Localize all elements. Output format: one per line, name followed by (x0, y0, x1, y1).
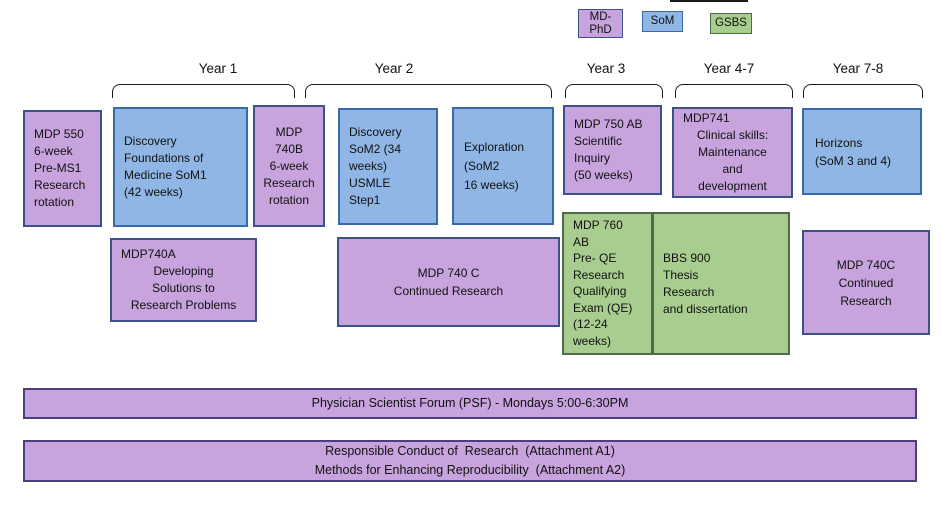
box-text-line: Exploration (464, 139, 525, 154)
box-text-line: MDP 750 AB (574, 117, 643, 131)
box-text-line: Foundations of (124, 151, 204, 165)
box-text-line: MDP 740 C (417, 266, 480, 280)
cropped-line-artifact (670, 0, 748, 2)
box-text-line: Developing (153, 264, 214, 278)
box-text-line: Clinical skills: (696, 128, 769, 142)
box-text-line: Pre- QE (573, 251, 617, 265)
box-text-line: weeks) (573, 333, 612, 348)
box-text-line: MDP741 (683, 111, 730, 125)
year-7-8-bracket (803, 84, 923, 98)
box-text-line: BBS 900 (663, 250, 711, 265)
year-1-label: Year 1 (198, 61, 238, 76)
box-text-line: MDP 760 (573, 218, 623, 232)
year-2-bracket (305, 84, 552, 98)
box-text-line: Medicine SoM1 (124, 168, 207, 182)
box-text-line: Exam (QE) (573, 300, 633, 315)
box-text-line: Pre-MS1 (34, 161, 82, 175)
box-text-line: 740B (274, 141, 304, 156)
box-text-line: 6-week (34, 144, 73, 158)
year-1-bracket (112, 84, 295, 98)
box-text-line: 6-week (269, 158, 309, 173)
year-7-8-label: Year 7-8 (832, 61, 884, 76)
box-text-line: weeks) (349, 159, 388, 173)
box-text-line: SoM2 (34 (349, 142, 402, 156)
box-text-line: Scientific (574, 134, 623, 148)
year-3-bracket (565, 84, 663, 98)
box-text-line: Research (663, 284, 715, 299)
box-text-line: Step1 (349, 193, 381, 207)
box-text-line: and dissertation (663, 301, 748, 316)
box-text-line: Qualifying (573, 284, 627, 298)
legend-md-phd: MD- PhD (578, 9, 623, 38)
course-box-exploration: Exploration (SoM2 16 weeks) (452, 107, 554, 225)
box-text-line: development (698, 179, 767, 193)
box-text-line: Research (573, 267, 625, 282)
box-text-line: Research (34, 178, 86, 192)
box-text-line: USMLE (349, 176, 391, 190)
box-text-line: MDP740A (121, 247, 176, 261)
box-text-line: Maintenance (698, 145, 767, 159)
year-4-7-label: Year 4-7 (703, 61, 755, 76)
box-text-line: Research (840, 293, 892, 308)
box-text-line: Continued Research (393, 284, 504, 298)
box-text-line: (42 weeks) (124, 185, 183, 199)
box-text-line: Thesis (663, 267, 699, 282)
box-text-line: Research (263, 175, 315, 190)
box-text-line: Inquiry (574, 151, 611, 165)
year-3-label: Year 3 (586, 61, 626, 76)
year-4-7-bracket (675, 84, 793, 98)
box-text-line: Discovery (124, 134, 177, 148)
box-text-line: MDP (275, 124, 303, 139)
legend-gsbs: GSBS (710, 13, 752, 34)
box-text-line: MDP 740C (836, 257, 896, 272)
year-2-label: Year 2 (374, 61, 414, 76)
rcr-banner: Responsible Conduct of Research (Attachm… (23, 440, 917, 482)
box-text-line: (SoM2 (464, 158, 500, 173)
box-text-line: Continued (838, 275, 894, 290)
box-text-line: Discovery (349, 125, 402, 139)
course-box-mdp-740c: MDP 740 C Continued Research (337, 237, 560, 327)
legend-som: SoM (642, 11, 683, 32)
box-text-line: 16 weeks) (464, 177, 519, 192)
box-text-line: rotation (268, 192, 310, 207)
course-box-horizons: Horizons (SoM 3 and 4) (802, 108, 922, 195)
box-text-line: (SoM 3 and 4) (815, 153, 892, 168)
psf-banner: Physician Scientist Forum (PSF) - Monday… (23, 388, 917, 419)
box-text-line: Research Problems (130, 298, 237, 312)
box-text-line: Horizons (815, 135, 863, 150)
box-text-line: (50 weeks) (574, 168, 633, 182)
box-text-line: (12-24 (573, 317, 608, 331)
box-text-line: rotation (34, 195, 75, 209)
box-text-line: and (722, 162, 743, 176)
box-text-line: AB (573, 234, 590, 249)
box-text-line: MDP 550 (34, 127, 84, 141)
box-text-line: Solutions to (152, 281, 215, 295)
